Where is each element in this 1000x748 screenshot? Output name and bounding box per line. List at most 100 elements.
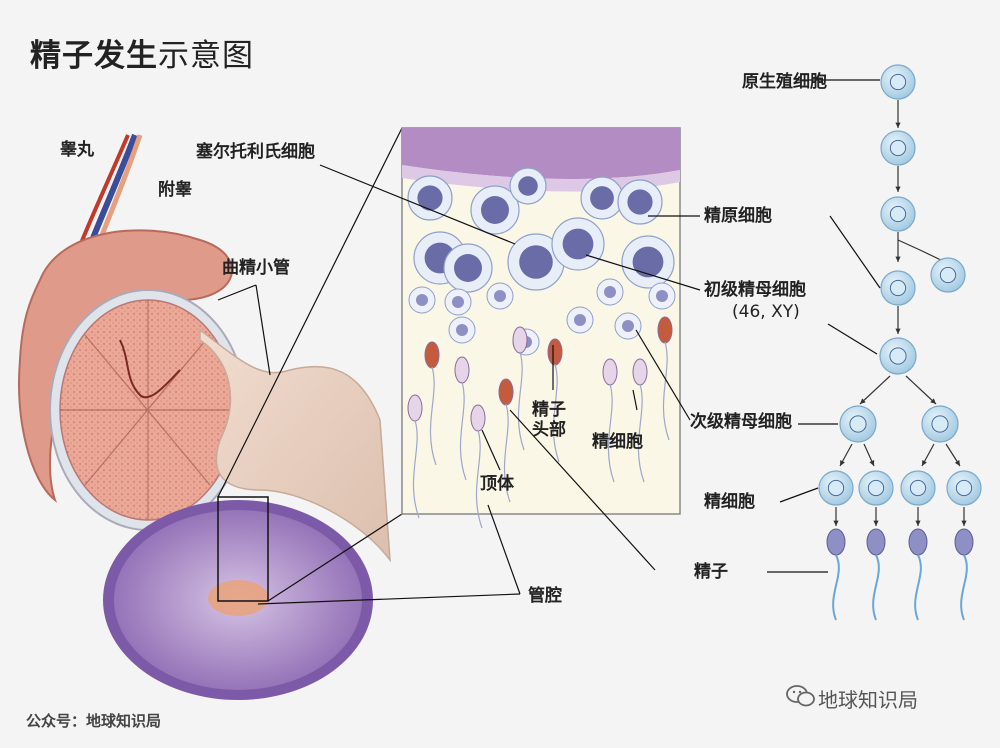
- cell-nucleus: [632, 246, 664, 278]
- sperm-head: [866, 528, 886, 556]
- label-sperm-head-line1: 精子: [532, 400, 566, 420]
- spermatid-head: [470, 404, 486, 432]
- spermatid-cell-nucleus: [827, 479, 845, 497]
- sperm-tail: [960, 554, 968, 621]
- sperm-tail: [662, 341, 670, 441]
- cell-nucleus: [627, 189, 653, 215]
- spermatogonium-cell-nucleus: [889, 205, 907, 223]
- cell-nucleus: [456, 324, 468, 336]
- lineage-arrowhead: [915, 520, 921, 526]
- sperm-tail: [552, 363, 560, 463]
- cell-nucleus: [562, 228, 594, 260]
- page-title: 精子发生示意图: [30, 38, 254, 74]
- sperm-head: [908, 528, 928, 556]
- cell-nucleus: [454, 254, 482, 282]
- cell-nucleus: [574, 314, 586, 326]
- label-primordial-germ-cell: 原生殖细胞: [742, 72, 827, 92]
- sperm-tail: [832, 554, 840, 621]
- label-acrosome: 顶体: [480, 474, 514, 494]
- spermatid-cell-nucleus: [909, 479, 927, 497]
- label-primary-karyotype: (46, XY): [732, 302, 800, 322]
- lineage-arrowhead: [895, 186, 901, 192]
- label-primary-spermatocyte: 初级精母细胞: [704, 280, 806, 300]
- secondary-spermatocyte-cell-nucleus: [849, 415, 867, 433]
- lineage-arrow: [859, 375, 891, 405]
- label-spermatid: 精细胞: [704, 492, 755, 512]
- sperm-tail: [475, 429, 483, 529]
- label-lumen: 管腔: [528, 586, 562, 606]
- primordial-germ-cell-nucleus: [889, 73, 907, 91]
- cell-nucleus: [656, 290, 668, 302]
- sperm-head: [954, 528, 974, 556]
- lineage-arrowhead: [873, 520, 879, 526]
- spermatogonium-cell-nucleus: [889, 279, 907, 297]
- spermatogonium-cell-nucleus: [939, 266, 957, 284]
- cell-nucleus: [481, 196, 509, 224]
- panel-cells: [407, 167, 676, 529]
- sperm-tail: [872, 554, 880, 621]
- label-epididymis: 附睾: [158, 180, 192, 200]
- sperm-tail: [412, 419, 420, 519]
- spermatid-head: [407, 394, 423, 422]
- sperm-tail: [429, 366, 437, 466]
- lineage-arrowhead: [895, 256, 901, 262]
- sperm-head: [826, 528, 846, 556]
- lineage-arrowhead: [930, 398, 936, 404]
- sperm-tail: [637, 383, 645, 483]
- label-seminiferous-tubule: 曲精小管: [222, 258, 290, 278]
- lineage-arrowhead: [961, 520, 967, 526]
- sperm-tail: [503, 403, 511, 503]
- label-sperm-head-line2: 头部: [532, 420, 566, 440]
- primary-spermatocyte-cell-nucleus: [889, 347, 907, 365]
- lineage-arrowhead: [895, 122, 901, 128]
- lineage-arrowhead: [954, 460, 960, 466]
- spermatid-head: [632, 358, 648, 386]
- spermatid-cell-nucleus: [955, 479, 973, 497]
- spermatid-head: [657, 316, 673, 344]
- sperm-tail: [517, 351, 525, 451]
- label-sperm: 精子: [694, 562, 728, 582]
- sperm-tail: [914, 554, 922, 621]
- spermatogonium-cell-nucleus: [889, 139, 907, 157]
- cell-nucleus: [590, 186, 614, 210]
- label-sertoli-cell: 塞尔托利氏细胞: [196, 142, 315, 162]
- label-testis: 睾丸: [60, 140, 94, 160]
- lineage-arrowhead: [922, 460, 927, 466]
- lineage-branch: [897, 239, 946, 263]
- lineage-arrowhead: [869, 460, 875, 466]
- spermatid-head: [602, 358, 618, 386]
- label-secondary-spermatocyte: 次级精母细胞: [690, 412, 792, 432]
- pointer-line: [829, 215, 881, 289]
- wechat-icon: [786, 685, 815, 707]
- zoom-box: [217, 496, 269, 602]
- lineage-arrowhead: [840, 460, 845, 466]
- tubule-cross-section: [103, 500, 373, 700]
- lineage-diagram: [767, 64, 982, 621]
- spermatid-head: [512, 326, 528, 354]
- spermatid-cell-nucleus: [867, 479, 885, 497]
- pointer-line: [779, 487, 819, 503]
- tubule-duct: [199, 328, 391, 563]
- spermatid-head: [424, 341, 440, 369]
- cell-nucleus: [416, 294, 428, 306]
- watermark: 地球知识局: [818, 688, 918, 712]
- label-spermatid-inset: 精细胞: [592, 432, 643, 452]
- footer-account: 公众号：地球知识局: [26, 712, 162, 730]
- testis-shape: [49, 289, 247, 531]
- sperm-tail: [459, 381, 467, 481]
- secondary-spermatocyte-cell-nucleus: [931, 415, 949, 433]
- cell-nucleus: [417, 185, 443, 211]
- cell-nucleus: [452, 296, 464, 308]
- spermatid-head: [547, 338, 563, 366]
- lineage-arrow: [905, 375, 937, 405]
- lineage-arrowhead: [860, 398, 866, 404]
- spermatid-head: [454, 356, 470, 384]
- cell-nucleus: [622, 320, 634, 332]
- lineage-arrowhead: [895, 328, 901, 334]
- spermatid-head: [498, 378, 514, 406]
- cell-nucleus: [604, 286, 616, 298]
- cell-nucleus: [494, 290, 506, 302]
- cell-nucleus: [518, 176, 538, 196]
